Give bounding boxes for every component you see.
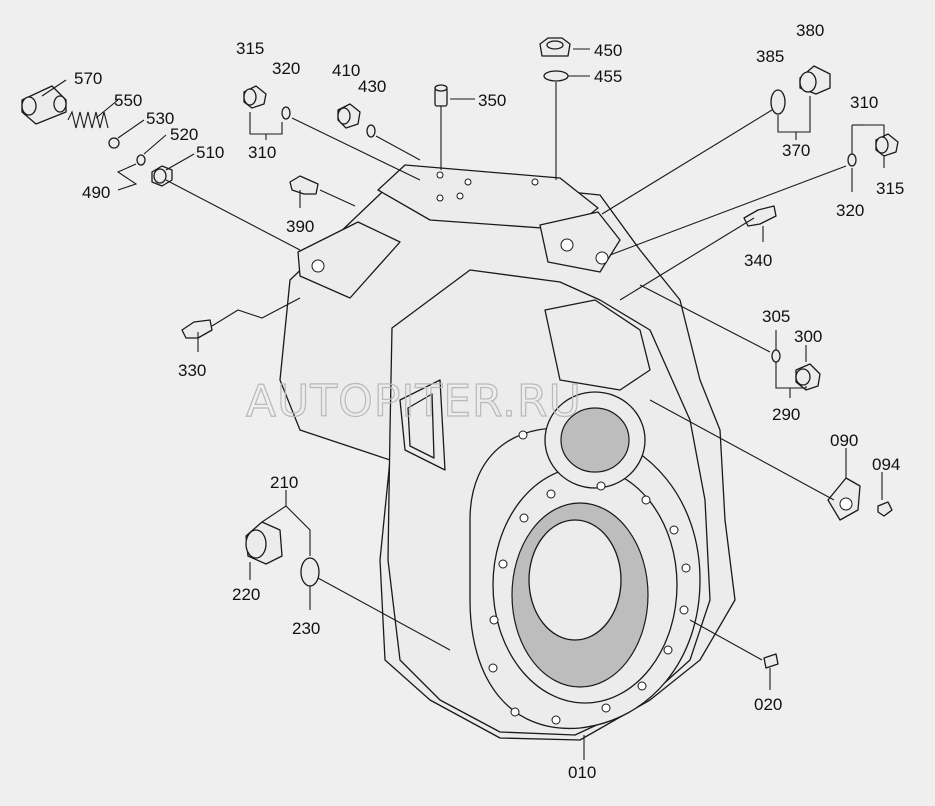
part-090-bracket [827,477,861,521]
part-380-plug [799,65,831,95]
part-385-oring [770,89,786,115]
label-290: 290 [772,405,800,424]
part-390-breather [289,175,319,195]
label-370: 370 [782,141,810,160]
part-350-pin [434,84,448,107]
part-020-pin [763,653,779,669]
part-520-oring [136,154,146,166]
label-230: 230 [292,619,320,638]
label-430: 430 [358,77,386,96]
part-320-oring-left [281,106,291,120]
label-490: 490 [82,183,110,202]
part-330-breather [181,319,213,339]
label-090: 090 [830,431,858,450]
part-305-oring [771,349,781,363]
watermark: AUTOPITER.RU [246,376,582,427]
label-094: 094 [872,455,900,474]
label-020: 020 [754,695,782,714]
part-450-plug [539,37,571,57]
label-510: 510 [196,143,224,162]
label-310-right: 310 [850,93,878,112]
label-385: 385 [756,47,784,66]
label-330: 330 [178,361,206,380]
label-220: 220 [232,585,260,604]
label-340: 340 [744,251,772,270]
part-315-plug-left [243,85,267,109]
leader-lines [41,48,885,760]
part-430-oring [366,124,376,138]
part-300-plug [795,363,821,391]
part-230-oring [300,557,320,587]
part-455-oring [543,70,569,82]
part-labels: 570 550 530 520 510 490 315 320 310 410 … [74,21,904,782]
label-320-left: 320 [272,59,300,78]
part-510-plug [151,165,173,187]
label-530: 530 [146,109,174,128]
label-390: 390 [286,217,314,236]
label-455: 455 [594,67,622,86]
part-340-breather [743,205,777,227]
label-320-right: 320 [836,201,864,220]
part-530-ball [108,137,120,149]
part-320-oring-right [847,153,857,167]
label-380: 380 [796,21,824,40]
label-570: 570 [74,69,102,88]
housing-010 [279,164,736,741]
label-315-left: 315 [236,39,264,58]
label-550: 550 [114,91,142,110]
part-410-plug [337,103,361,129]
label-350: 350 [478,91,506,110]
label-210: 210 [270,473,298,492]
part-094-bolt [877,501,893,517]
label-410: 410 [332,61,360,80]
flange-bolt-holes [488,430,691,725]
part-550-spring [67,110,109,129]
part-315-plug-right [875,133,899,157]
label-010: 010 [568,763,596,782]
label-310-left: 310 [248,143,276,162]
label-450: 450 [594,41,622,60]
part-220-cap [245,521,283,565]
label-520: 520 [170,125,198,144]
label-305: 305 [762,307,790,326]
label-315-right: 315 [876,179,904,198]
part-570-valve [21,85,67,125]
label-300: 300 [794,327,822,346]
